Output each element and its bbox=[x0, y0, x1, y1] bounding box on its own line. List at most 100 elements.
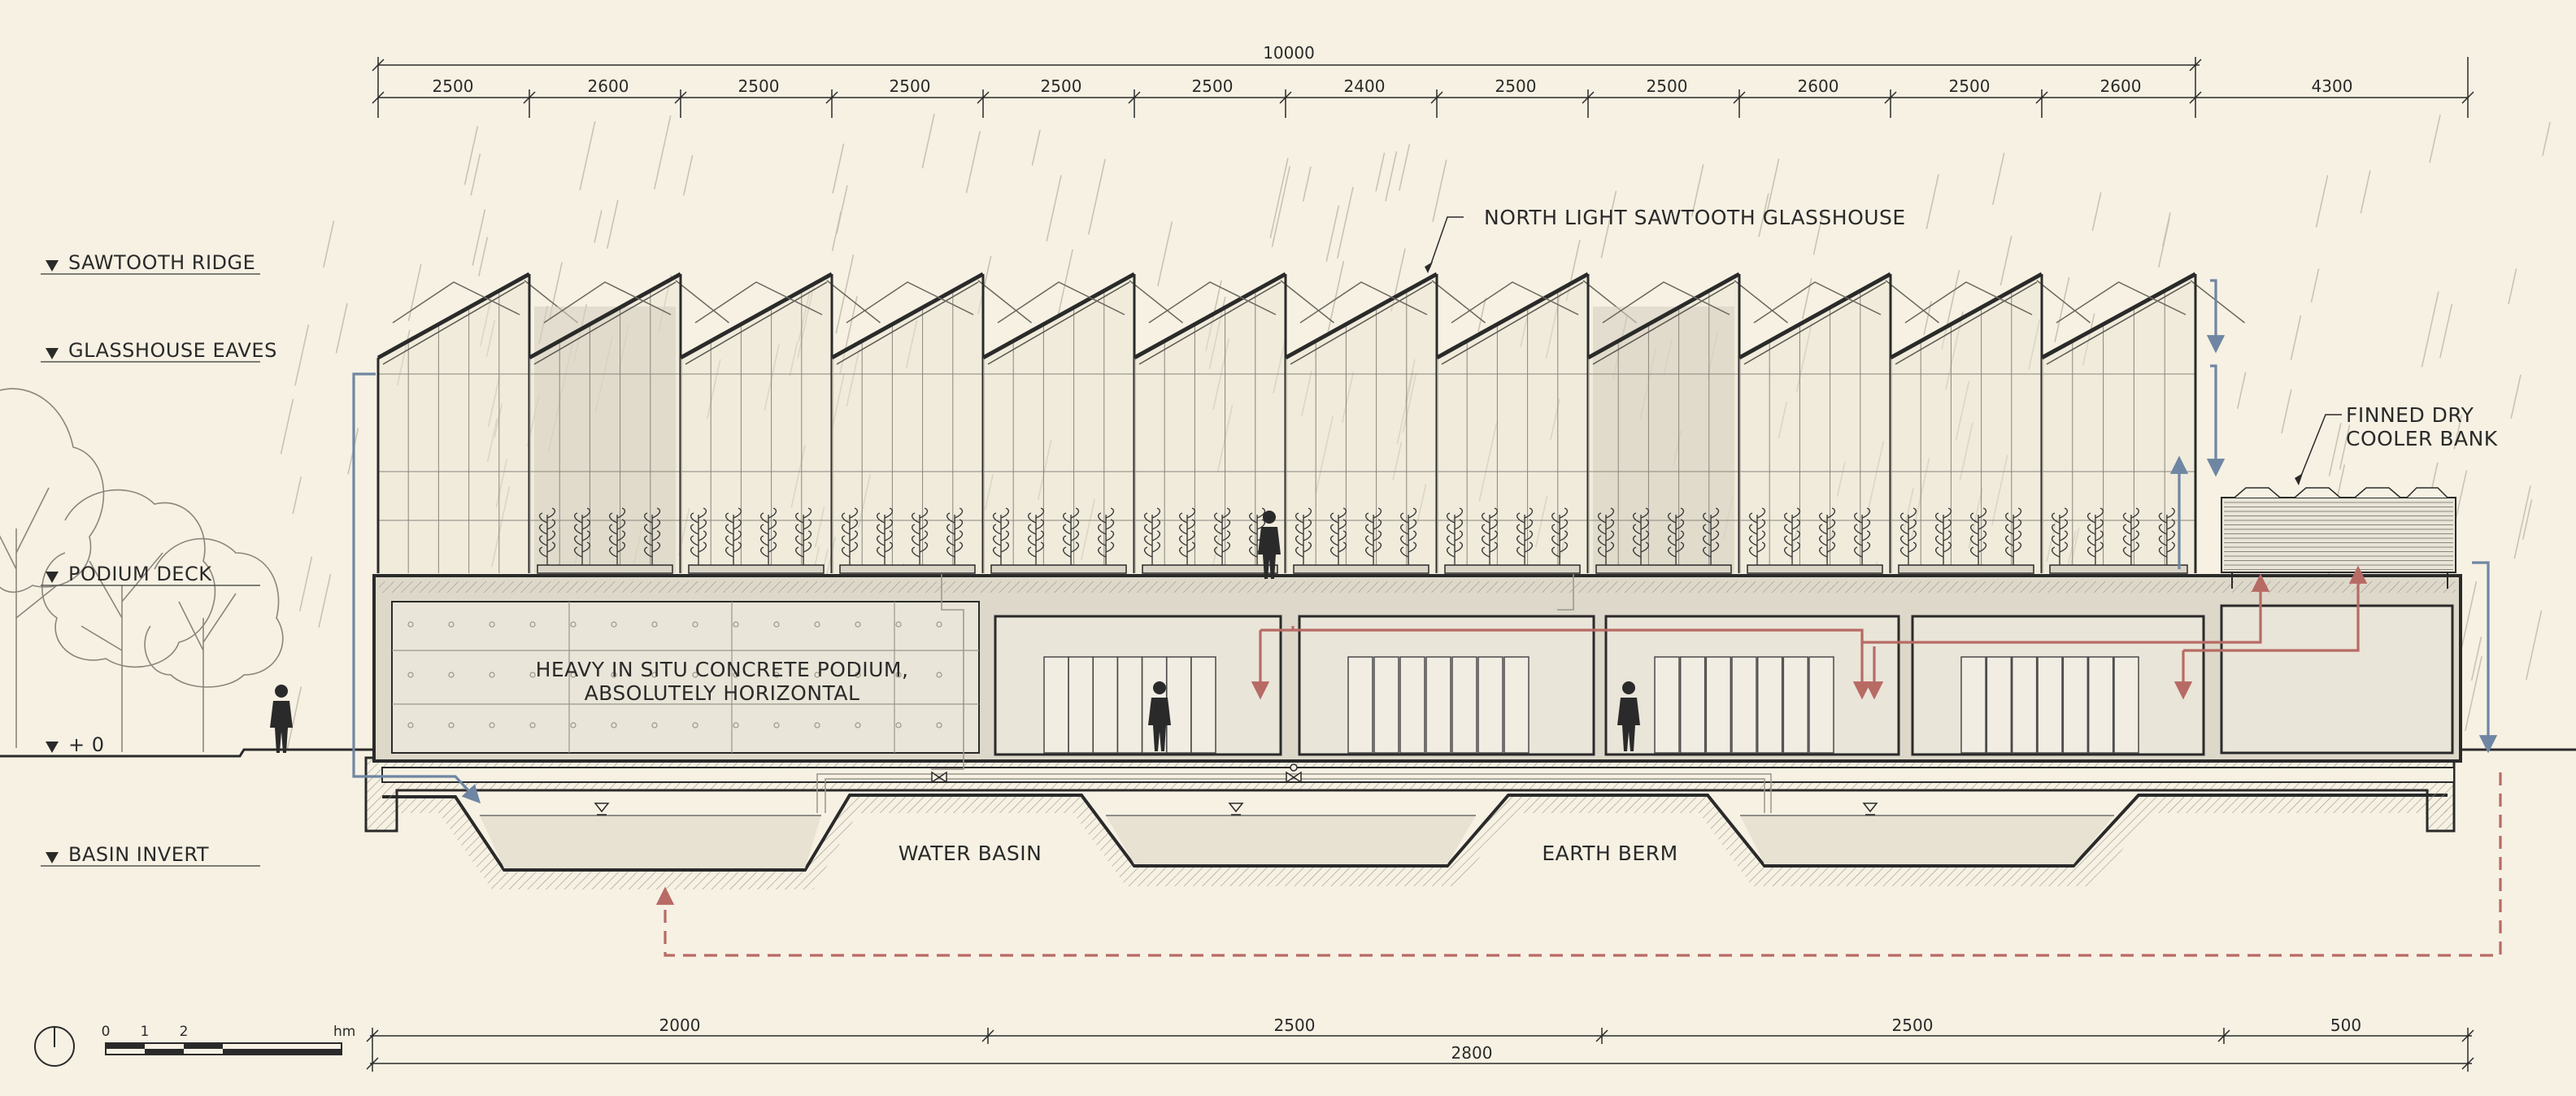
dimension-top-11: 2500 bbox=[1949, 76, 1991, 96]
plant bbox=[992, 507, 1010, 565]
podium-cells bbox=[994, 615, 2205, 756]
plant bbox=[1748, 507, 1766, 565]
plant bbox=[724, 507, 742, 565]
plant bbox=[2122, 507, 2139, 565]
plant bbox=[609, 507, 626, 565]
level-podium-deck: PODIUM DECK bbox=[41, 563, 260, 586]
label-podium-line2: ABSOLUTELY HORIZONTAL bbox=[585, 681, 860, 705]
person-silhouette bbox=[1617, 681, 1640, 751]
plant bbox=[573, 507, 591, 565]
glasshouse-bay bbox=[981, 272, 1183, 574]
label-podium-line1: HEAVY IN SITU CONCRETE PODIUM, bbox=[536, 658, 909, 681]
plant bbox=[1668, 507, 1685, 565]
plant bbox=[1098, 507, 1115, 565]
plant bbox=[1481, 507, 1499, 565]
glasshouse-bay bbox=[528, 272, 729, 574]
label-glasshouse: NORTH LIGHT SAWTOOTH GLASSHOUSE bbox=[1484, 206, 1906, 229]
plant bbox=[912, 507, 929, 565]
glasshouse-bay bbox=[1284, 272, 1486, 574]
dimension-top-1: 2500 bbox=[433, 76, 474, 96]
plant bbox=[538, 507, 556, 565]
dimension-top-8: 2500 bbox=[1495, 76, 1537, 96]
level-glasshouse-eaves: GLASSHOUSE EAVES bbox=[41, 339, 276, 363]
dry-cooler-bank bbox=[2221, 487, 2456, 589]
water-level-symbols bbox=[594, 802, 1878, 815]
plant bbox=[1970, 507, 1987, 565]
glasshouse-bay bbox=[1586, 272, 1788, 574]
plant bbox=[1400, 507, 1417, 565]
bottom-dimension-chain: 2000 2500 2500 500 2800 bbox=[366, 1016, 2474, 1072]
plant bbox=[795, 507, 812, 565]
dimension-top-2: 2600 bbox=[588, 76, 629, 96]
plant bbox=[1178, 507, 1196, 565]
dimension-bottom-3: 2500 bbox=[1892, 1016, 1934, 1035]
plant bbox=[1063, 507, 1080, 565]
north-arrow bbox=[34, 1026, 75, 1067]
plant bbox=[1934, 507, 1952, 565]
plant bbox=[1819, 507, 1836, 565]
dimension-top-5: 2500 bbox=[1041, 76, 1082, 96]
plant bbox=[1703, 507, 1720, 565]
service-pipes bbox=[816, 569, 1772, 813]
plant bbox=[2005, 507, 2022, 565]
glasshouse-bay bbox=[376, 272, 578, 573]
glasshouse-bay bbox=[2040, 272, 2245, 574]
level-label: SAWTOOTH RIDGE bbox=[68, 251, 255, 274]
plant bbox=[876, 507, 894, 565]
scale-tick-1: 1 bbox=[141, 1024, 150, 1040]
person-silhouette bbox=[270, 685, 293, 753]
warm-flow-arrows bbox=[655, 565, 2502, 957]
glasshouse-bay bbox=[1738, 272, 1939, 574]
dimension-bottom-4: 500 bbox=[2330, 1016, 2361, 1035]
plant bbox=[841, 507, 859, 565]
dimension-top-4: 2500 bbox=[890, 76, 931, 96]
label-cooler-line1: FINNED DRY bbox=[2346, 403, 2474, 427]
plant bbox=[2051, 507, 2069, 565]
level-sawtooth-ridge: SAWTOOTH RIDGE bbox=[41, 251, 260, 275]
scale-tick-0: 0 bbox=[102, 1024, 111, 1040]
scale-bar: 0 1 2 hm bbox=[102, 1024, 355, 1055]
label-earth-berm: EARTH BERM bbox=[1542, 842, 1677, 865]
dimension-bottom-1: 2000 bbox=[659, 1016, 701, 1035]
podium-cell bbox=[1604, 615, 1900, 756]
plant bbox=[760, 507, 777, 565]
annotations: NORTH LIGHT SAWTOOTH GLASSHOUSE FINNED D… bbox=[536, 206, 2498, 865]
top-dimension-chain: 10000 2500 2600 2500 2500 2500 2500 2400… bbox=[372, 43, 2474, 118]
valves bbox=[931, 763, 1302, 784]
dimension-bottom-total: 2800 bbox=[1451, 1043, 1493, 1063]
person-silhouette bbox=[1258, 511, 1281, 579]
scale-unit: hm bbox=[333, 1024, 355, 1040]
podium-cell bbox=[1911, 615, 2205, 756]
level-label: BASIN INVERT bbox=[68, 843, 209, 866]
plant bbox=[1632, 507, 1650, 565]
level-markers: SAWTOOTH RIDGE GLASSHOUSE EAVES PODIUM D… bbox=[41, 251, 276, 867]
podium-cell bbox=[1298, 615, 1595, 756]
plant bbox=[2086, 507, 2104, 565]
scale-tick-2: 2 bbox=[180, 1024, 189, 1040]
level-label: PODIUM DECK bbox=[68, 563, 212, 585]
plant bbox=[1027, 507, 1045, 565]
plant bbox=[1516, 507, 1534, 565]
dimension-top-10: 2600 bbox=[1798, 76, 1839, 96]
plant bbox=[1143, 507, 1161, 565]
plant bbox=[1365, 507, 1382, 565]
person-silhouette bbox=[1148, 681, 1171, 751]
dimension-top-7: 2400 bbox=[1344, 76, 1386, 96]
plant bbox=[1446, 507, 1464, 565]
dimension-top-3: 2500 bbox=[738, 76, 780, 96]
level-ground: + 0 bbox=[46, 733, 104, 756]
label-water-basin: WATER BASIN bbox=[899, 842, 1042, 865]
plant bbox=[946, 507, 964, 565]
plant bbox=[1783, 507, 1801, 565]
plant bbox=[690, 507, 707, 565]
level-basin-invert: BASIN INVERT bbox=[41, 843, 260, 867]
plant bbox=[1899, 507, 1917, 565]
water-basin-trench bbox=[382, 794, 2448, 889]
dimension-top-9: 2500 bbox=[1647, 76, 1688, 96]
plant bbox=[2158, 507, 2175, 565]
plant bbox=[1329, 507, 1347, 565]
plant bbox=[644, 507, 661, 565]
dimension-top-12: 2600 bbox=[2100, 76, 2142, 96]
plant bbox=[1551, 507, 1569, 565]
